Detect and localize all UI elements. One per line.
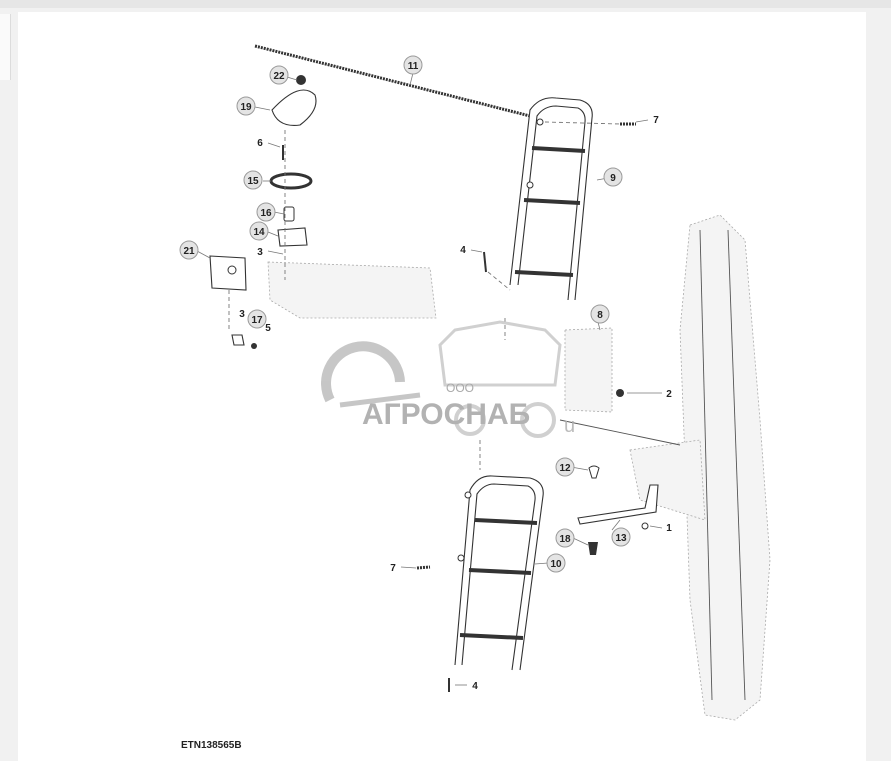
- callout-3-lower: 3: [239, 309, 245, 320]
- callout-4-upper: 4: [460, 245, 466, 256]
- part-11-rod: [254, 44, 531, 118]
- svg-text:19: 19: [240, 102, 252, 113]
- part-10-lower-ladder: [454, 475, 544, 671]
- svg-text:1: 1: [666, 523, 672, 534]
- svg-text:16: 16: [260, 208, 272, 219]
- svg-text:4: 4: [460, 245, 466, 256]
- svg-text:6: 6: [257, 138, 263, 149]
- svg-text:10: 10: [550, 559, 562, 570]
- callout-13: 13: [611, 527, 631, 547]
- callout-7-upper: 7: [653, 115, 659, 126]
- svg-text:13: 13: [615, 533, 627, 544]
- svg-text:3: 3: [239, 309, 245, 320]
- callout-9: 9: [603, 167, 623, 187]
- watermark-prefix: ООО: [446, 381, 474, 395]
- callout-17: 17: [247, 309, 267, 329]
- top-bar: [0, 0, 891, 8]
- svg-text:7: 7: [653, 115, 659, 126]
- svg-text:18: 18: [559, 534, 571, 545]
- svg-text:5: 5: [265, 323, 271, 334]
- callout-14: 14: [249, 221, 269, 241]
- callout-1: 1: [666, 523, 672, 534]
- svg-text:9: 9: [610, 173, 616, 184]
- callout-7-lower: 7: [390, 563, 396, 574]
- callout-12: 12: [555, 457, 575, 477]
- callout-18: 18: [555, 528, 575, 548]
- watermark-suffix: u: [564, 415, 575, 437]
- svg-text:14: 14: [253, 227, 265, 238]
- callout-21: 21: [179, 240, 199, 260]
- svg-text:17: 17: [251, 315, 263, 326]
- svg-text:11: 11: [408, 61, 419, 72]
- svg-text:12: 12: [559, 463, 571, 474]
- svg-text:21: 21: [183, 246, 195, 257]
- callout-3-upper: 3: [257, 247, 263, 258]
- figure-id: ETN138565B: [181, 740, 242, 751]
- callout-16: 16: [256, 202, 276, 222]
- callout-22: 22: [269, 65, 289, 85]
- svg-text:2: 2: [666, 389, 672, 400]
- svg-text:3: 3: [257, 247, 263, 258]
- machine-frame: [267, 214, 771, 721]
- svg-text:22: 22: [273, 71, 285, 82]
- callout-19: 19: [236, 96, 256, 116]
- right-parts: [416, 121, 659, 692]
- callout-2: 2: [666, 389, 672, 400]
- svg-text:8: 8: [597, 310, 603, 321]
- part-9-upper-ladder: [509, 97, 593, 301]
- svg-text:15: 15: [247, 176, 259, 187]
- callout-4-lower: 4: [472, 681, 478, 692]
- watermark-name: АГРОСНАБ: [362, 398, 530, 431]
- svg-text:4: 4: [472, 681, 478, 692]
- watermark-logo: ООО АГРОСНАБ u: [321, 320, 575, 438]
- callout-15: 15: [243, 170, 263, 190]
- callout-6: 6: [257, 138, 263, 149]
- callout-10: 10: [546, 553, 566, 573]
- callout-8: 8: [590, 304, 610, 324]
- callout-11: 11: [403, 55, 423, 75]
- svg-text:7: 7: [390, 563, 396, 574]
- callout-5: 5: [265, 323, 271, 334]
- left-panel-edge: [0, 14, 11, 80]
